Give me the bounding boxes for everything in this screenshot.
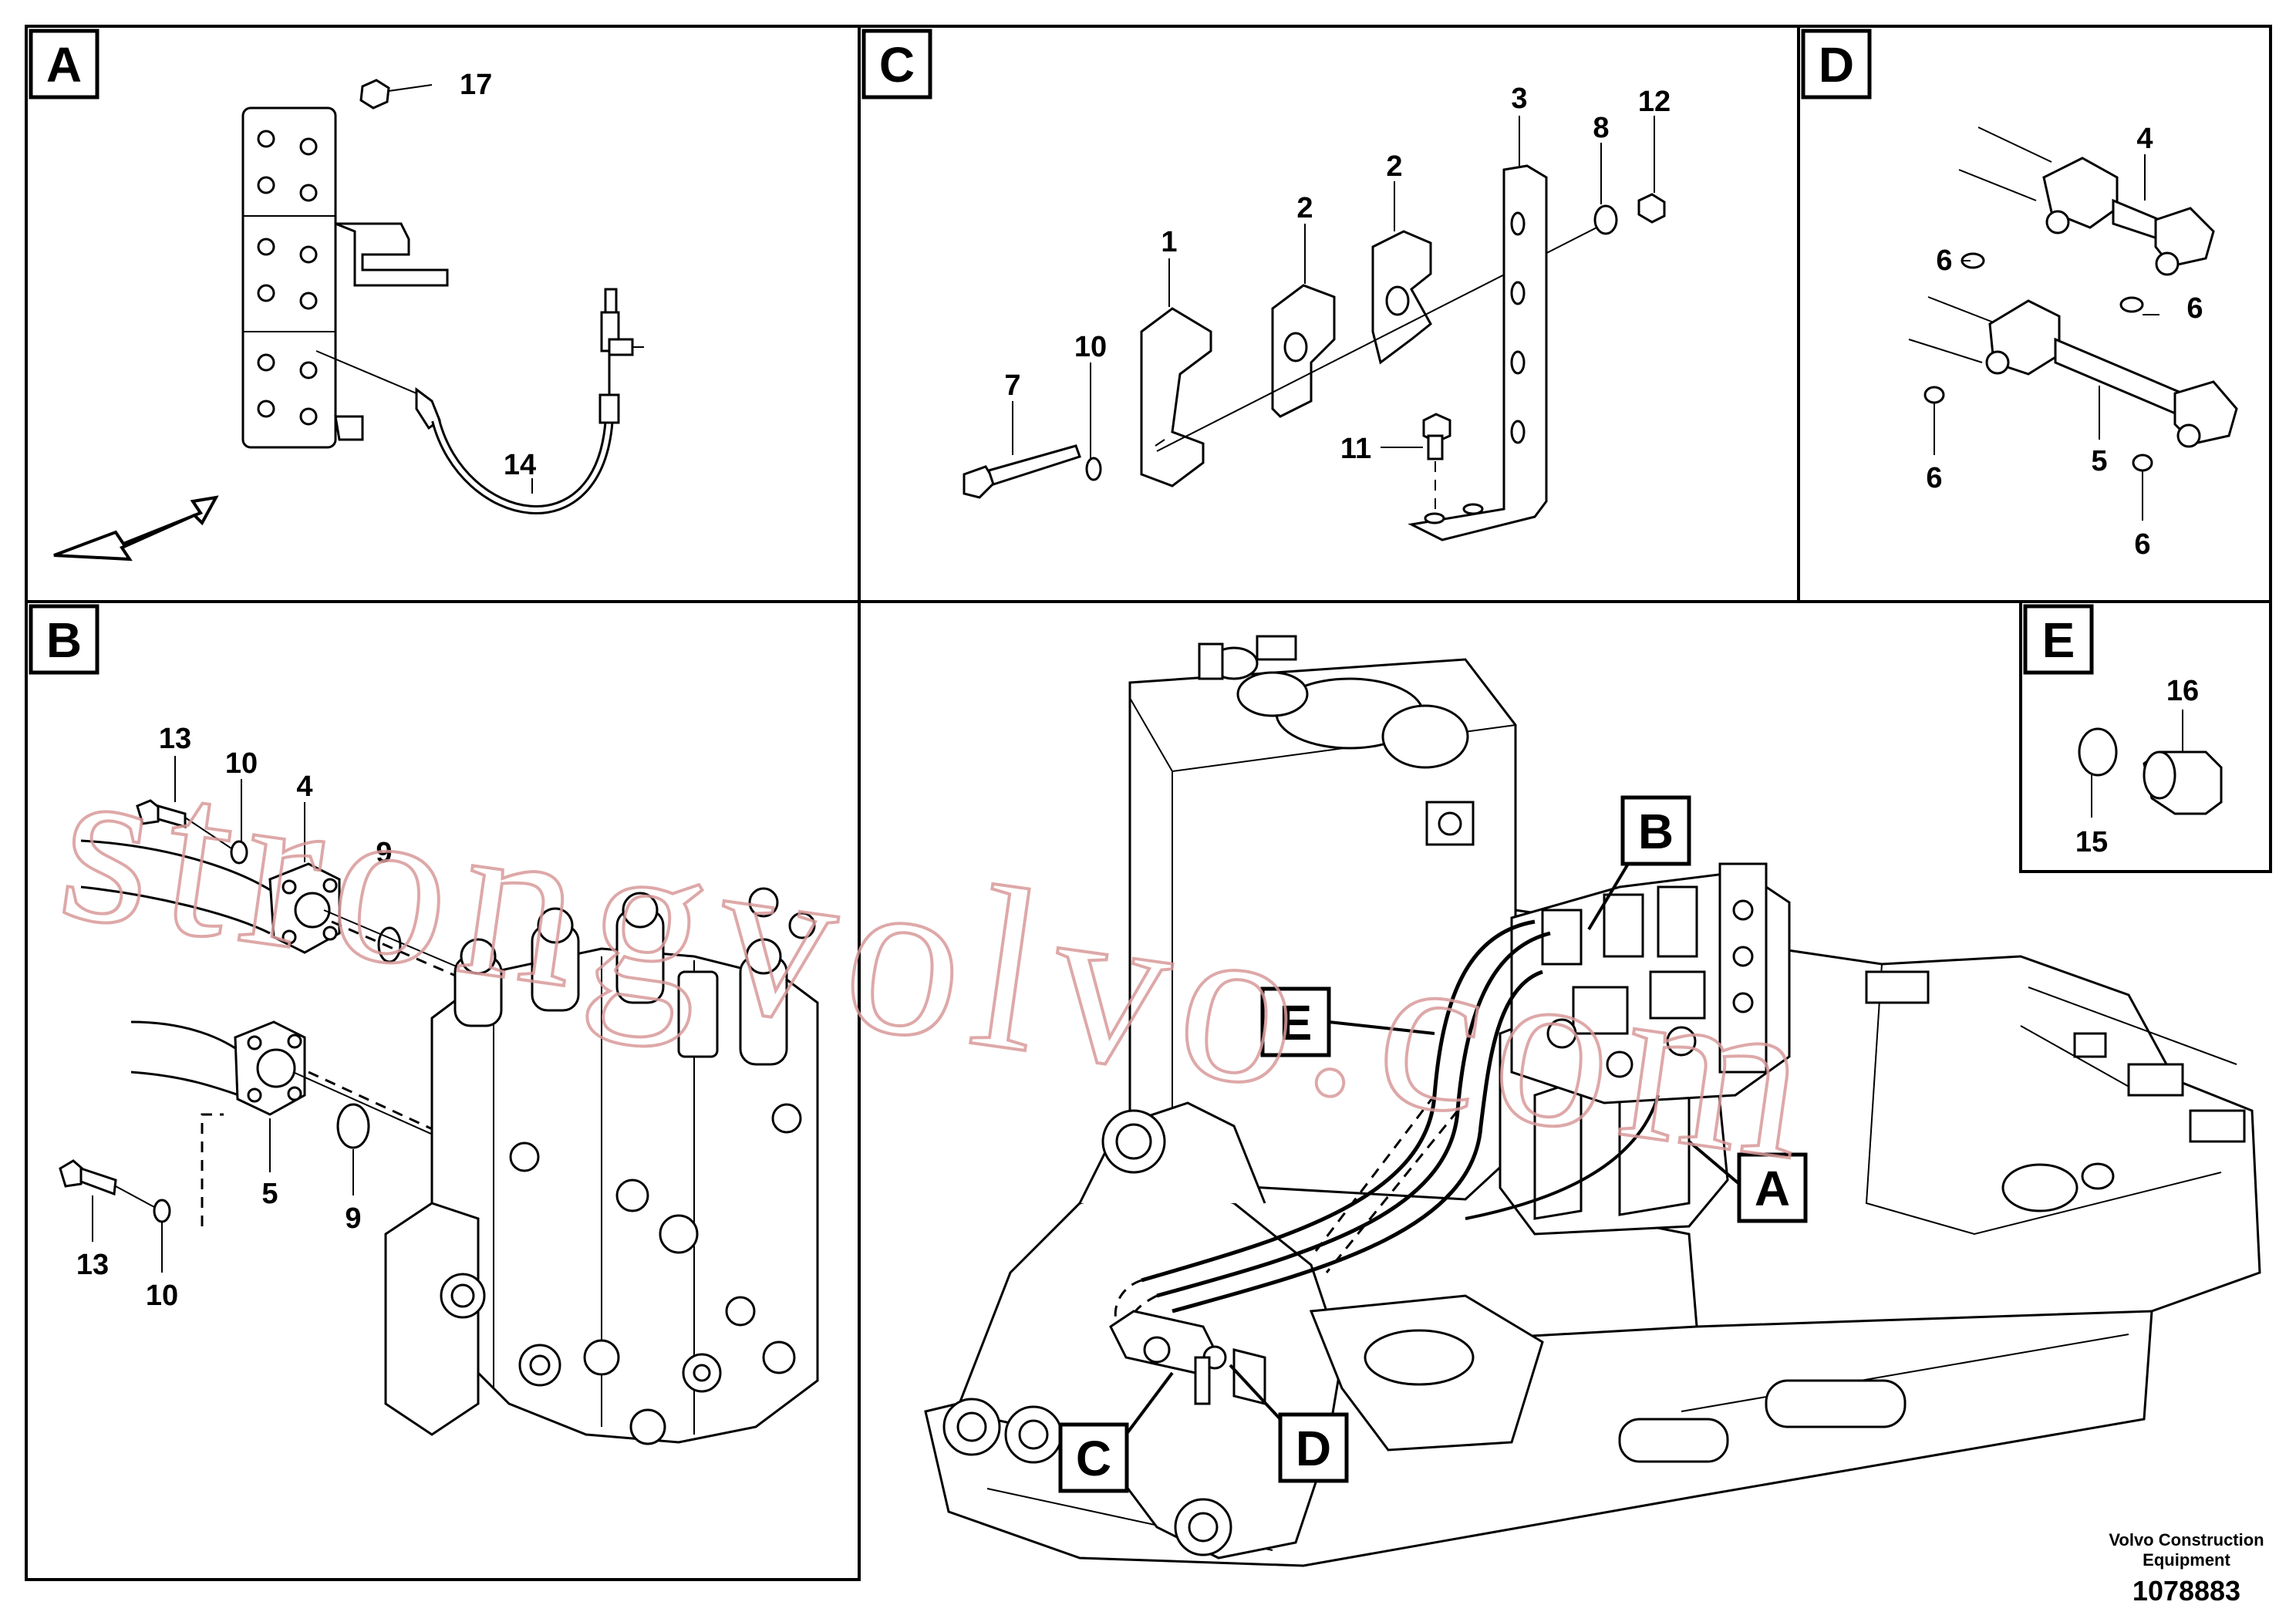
callout-c10: 10: [1074, 331, 1107, 363]
callout-c2-left: 2: [1296, 192, 1313, 224]
callout-e15: 15: [2075, 826, 2108, 858]
callout-b9: 9: [345, 1202, 361, 1235]
callout-c3: 3: [1511, 83, 1527, 115]
overview-tag-d-text: D: [1296, 1421, 1331, 1476]
callout-c12: 12: [1638, 86, 1671, 118]
overview-tag-a-text: A: [1755, 1161, 1790, 1216]
overview-tag-e-text: E: [1279, 995, 1313, 1050]
overview-tag-b: B: [1587, 795, 1691, 931]
panel-label-c-text: C: [879, 37, 915, 93]
callout-b13: 13: [76, 1249, 109, 1281]
watermark-text: strongvolvo.com: [47, 710, 1836, 1211]
brand-line-1: Volvo Construction: [2109, 1530, 2264, 1549]
panel-label-e: E: [2023, 604, 2094, 675]
overview-tag-c: C: [1058, 1371, 1174, 1493]
callout-c8: 8: [1593, 112, 1609, 144]
callout-c2-right: 2: [1386, 150, 1402, 183]
overview-tag-e: E: [1260, 986, 1435, 1057]
callout-d4: 4: [2136, 123, 2153, 155]
panel-label-b-text: B: [46, 612, 82, 668]
panel-c-drawing: [963, 116, 1666, 541]
callout-b5: 5: [261, 1178, 278, 1210]
panel-e-drawing: [2078, 710, 2223, 818]
panel-b-drawing: [59, 756, 819, 1445]
panel-a-drawing: [53, 79, 644, 561]
overview-tag-d: D: [1229, 1364, 1349, 1483]
overview-tag-c-text: C: [1076, 1431, 1111, 1486]
callout-b9-top: 9: [376, 837, 392, 869]
panel-d-drawing: [1908, 126, 2238, 521]
callout-b4: 4: [296, 771, 312, 803]
panel-label-c: C: [861, 29, 932, 99]
reference-number: 1078883: [2132, 1575, 2240, 1607]
callout-c7: 7: [1004, 369, 1020, 402]
callout-e16: 16: [2166, 675, 2199, 707]
callout-d6-b: 6: [2186, 292, 2203, 325]
callout-d6-c: 6: [1926, 462, 1942, 494]
brand-line-2: Equipment: [2143, 1550, 2230, 1570]
callout-c11: 11: [1340, 433, 1371, 465]
panel-frames: [25, 25, 2272, 1581]
panel-label-d: D: [1801, 29, 1872, 99]
panel-label-a: A: [29, 29, 99, 99]
callout-c1: 1: [1161, 226, 1177, 258]
overview-tag-b-text: B: [1638, 804, 1674, 859]
callout-d6-a: 6: [1936, 244, 1952, 277]
callout-d5: 5: [2091, 445, 2107, 477]
panel-label-b: B: [29, 604, 99, 675]
overview-drawing: [924, 635, 2261, 1567]
callout-a14: 14: [504, 449, 536, 481]
callout-d6-d: 6: [2134, 528, 2150, 561]
panel-label-d-text: D: [1819, 37, 1854, 93]
overview-tag-a: A: [1687, 1140, 1808, 1223]
callout-b10: 10: [146, 1280, 178, 1312]
callout-b10-top: 10: [225, 747, 258, 780]
callout-b13-top: 13: [159, 723, 191, 755]
panel-label-e-text: E: [2042, 612, 2075, 668]
callout-a17: 17: [460, 69, 492, 101]
panel-label-a-text: A: [46, 37, 82, 93]
